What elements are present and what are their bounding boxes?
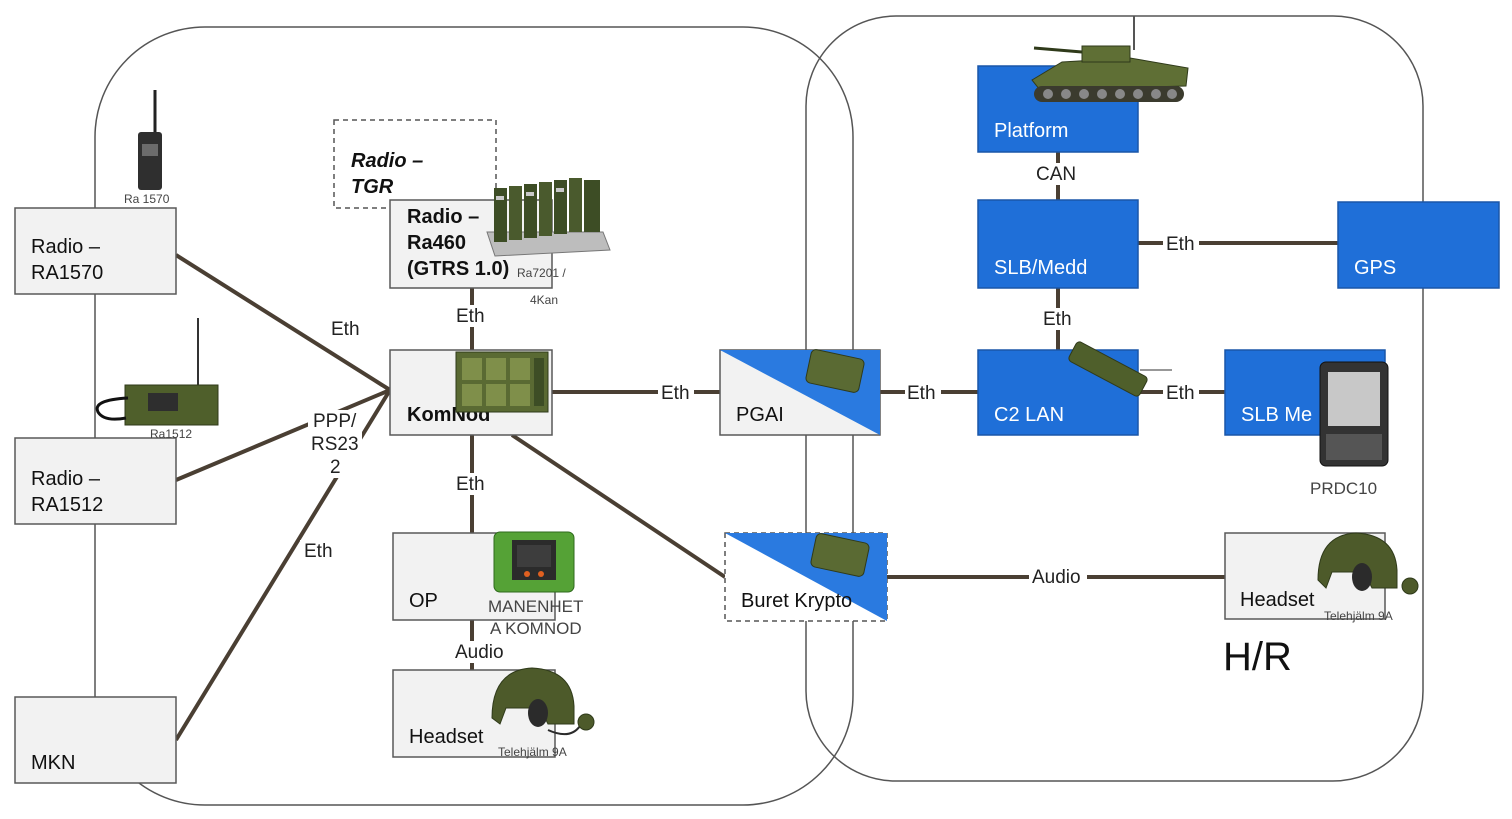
radio-ra1512-line2: RA1512 xyxy=(31,494,103,516)
link-label-eth-slb-c2: Eth xyxy=(1041,308,1077,330)
link-label-ppp-rs232: PPP/ RS23 2 xyxy=(308,410,362,478)
ra7201-radio-rack-icon xyxy=(486,178,611,257)
mkn-label: MKN xyxy=(31,752,75,774)
slb-medd-node[interactable]: SLB/Medd xyxy=(977,199,1139,289)
ra7201-caption-line1: Ra7201 / xyxy=(517,266,566,280)
prdc10-caption: PRDC10 xyxy=(1310,479,1377,498)
c2-lan-switch-icon xyxy=(1068,341,1172,397)
headset-right-label: Headset xyxy=(1240,589,1315,611)
pgai-crypto-device-icon xyxy=(805,349,865,393)
svg-text:Eth: Eth xyxy=(1043,309,1072,330)
svg-text:Eth: Eth xyxy=(907,383,936,404)
radio-ra1512-node[interactable]: Radio – RA1512 xyxy=(14,437,177,525)
radio-ra460-line2: Ra460 xyxy=(407,232,466,254)
radio-ra460-line1: Radio – xyxy=(407,206,479,228)
radio-tgr-line1: Radio – xyxy=(351,150,423,172)
link-label-eth-ra460: Eth xyxy=(454,305,490,327)
svg-text:Eth: Eth xyxy=(456,306,485,327)
manenhet-caption-line1: MANENHET xyxy=(488,597,583,616)
buret-krypto-node[interactable]: Buret Krypto xyxy=(724,532,888,622)
slb-medd-label: SLB/Medd xyxy=(994,257,1087,279)
svg-text:Audio: Audio xyxy=(455,642,504,663)
tank-icon xyxy=(1031,16,1189,102)
radio-ra1570-line1: Radio – xyxy=(31,236,101,258)
radio-tgr-line2: TGR xyxy=(351,176,394,198)
headset-left-label: Headset xyxy=(409,726,484,748)
prdc10-terminal-icon xyxy=(1319,361,1389,467)
link-label-eth-op: Eth xyxy=(454,473,490,495)
ra1512-manpack-radio-icon xyxy=(95,318,219,426)
manenhet-panel-icon xyxy=(493,531,575,593)
buret-krypto-device-icon xyxy=(810,533,870,577)
svg-text:Eth: Eth xyxy=(304,541,333,562)
link-label-eth-pgai-c2: Eth xyxy=(905,382,941,404)
svg-text:Eth: Eth xyxy=(456,474,485,495)
mkn-node[interactable]: MKN xyxy=(14,696,177,784)
svg-text:Eth: Eth xyxy=(1166,383,1195,404)
radio-ra1570-line2: RA1570 xyxy=(31,262,103,284)
helmet-right-icon xyxy=(1317,532,1419,595)
slb-me-label: SLB Me xyxy=(1241,404,1312,426)
svg-text:2: 2 xyxy=(330,457,341,478)
platform-label: Platform xyxy=(994,120,1068,142)
gps-label: GPS xyxy=(1354,257,1396,279)
link-label-eth-ra1570: Eth xyxy=(328,318,364,340)
svg-text:RS23: RS23 xyxy=(311,434,359,455)
ra1570-handheld-radio-icon xyxy=(138,90,162,190)
link-label-audio-op: Audio xyxy=(452,641,508,663)
zone-label-hr: H/R xyxy=(1223,635,1292,679)
telehjalm-right-caption: Telehjälm 9A xyxy=(1324,609,1393,623)
manenhet-caption-line2: A KOMNOD xyxy=(490,619,582,638)
svg-text:Eth: Eth xyxy=(661,383,690,404)
radio-ra1512-line1: Radio – xyxy=(31,468,101,490)
gps-node[interactable]: GPS xyxy=(1337,201,1500,289)
buret-krypto-label: Buret Krypto xyxy=(741,590,852,612)
link-label-eth-slb-gps: Eth xyxy=(1163,233,1199,255)
pgai-label: PGAI xyxy=(736,404,784,426)
svg-text:CAN: CAN xyxy=(1036,164,1076,185)
radio-ra1570-node[interactable]: Radio – RA1570 xyxy=(14,207,177,295)
link-label-eth-mkn: Eth xyxy=(300,540,336,562)
telehjalm-left-caption: Telehjälm 9A xyxy=(498,745,567,759)
svg-text:PPP/: PPP/ xyxy=(313,411,357,432)
radio-ra460-line3: (GTRS 1.0) xyxy=(407,258,509,280)
ra1570-caption: Ra 1570 xyxy=(124,192,170,206)
svg-text:Audio: Audio xyxy=(1032,567,1081,588)
ra1512-caption: Ra1512 xyxy=(150,427,192,441)
op-label: OP xyxy=(409,590,438,612)
svg-text:Eth: Eth xyxy=(331,319,360,340)
c2-lan-label: C2 LAN xyxy=(994,404,1064,426)
ra7201-caption-line2: 4Kan xyxy=(530,293,558,307)
link-label-eth-komnod-pgai: Eth xyxy=(658,382,694,404)
komnod-unit-icon xyxy=(455,351,549,413)
link-label-can: CAN xyxy=(1034,163,1080,185)
helmet-left-icon xyxy=(491,667,595,736)
link-label-eth-c2-slbme: Eth xyxy=(1163,382,1199,404)
radio-tgr-node[interactable]: Radio – TGR xyxy=(333,119,497,209)
svg-text:Eth: Eth xyxy=(1166,234,1195,255)
link-label-audio-krypto: Audio xyxy=(1029,566,1087,588)
